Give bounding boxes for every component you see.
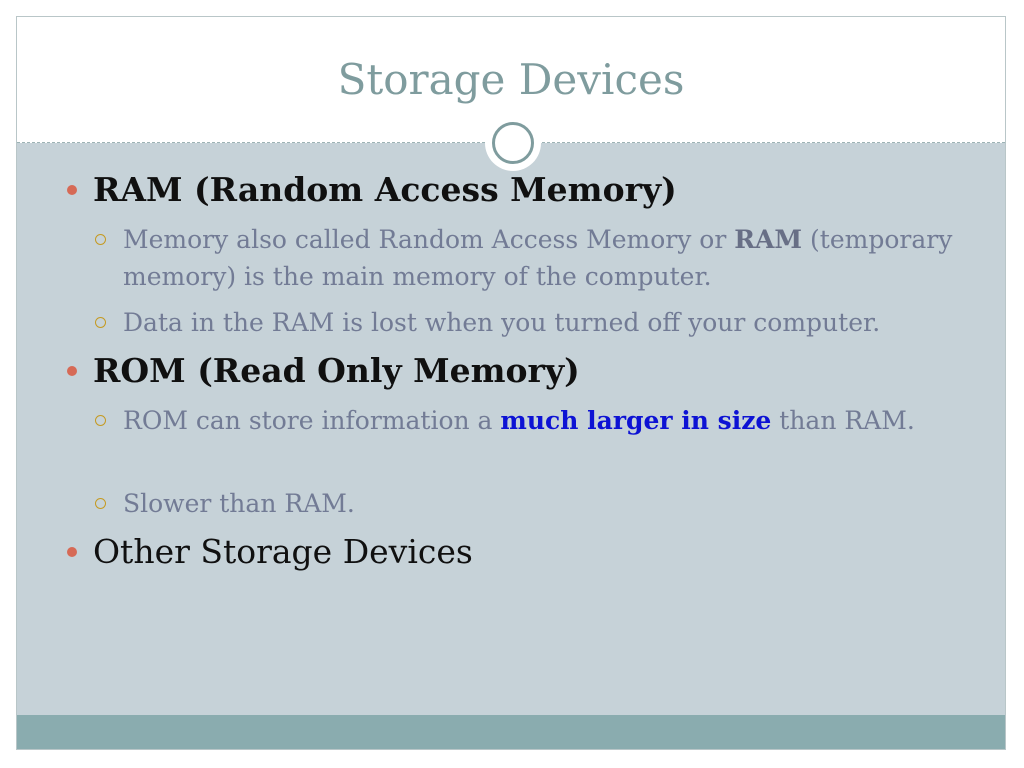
bullet-heading-rom: ROM (Read Only Memory) (93, 351, 580, 390)
text-run: Memory also called Random Access Memory … (123, 225, 735, 254)
title-ring-ornament-icon (485, 115, 541, 171)
bullet-dot-icon (67, 366, 77, 376)
slide: Storage Devices RAM (Random Access Memor… (16, 16, 1006, 750)
text-run: (temporary memory) is the main memory of… (123, 225, 953, 291)
sub-bullet-circle-icon (95, 317, 106, 328)
sub-bullet-rom-speed: Slower than RAM. (123, 489, 355, 518)
bullet-dot-icon (67, 547, 77, 557)
sub-bullet-ram-volatile: Data in the RAM is lost when you turned … (123, 308, 881, 337)
ring-icon (492, 122, 534, 164)
sub-bullet-rom-capacity: ROM can store information a much larger … (123, 402, 961, 439)
sub-bullet-circle-icon (95, 415, 106, 426)
text-run: than RAM. (771, 406, 915, 435)
text-run: ROM can store information a (123, 406, 501, 435)
sub-bullet-circle-icon (95, 498, 106, 509)
bullet-dot-icon (67, 185, 77, 195)
bullet-heading-ram: RAM (Random Access Memory) (93, 170, 677, 209)
sub-bullet-ram-definition: Memory also called Random Access Memory … (123, 221, 961, 295)
emphasis-ram: RAM (734, 225, 803, 254)
footer-bar (17, 715, 1005, 749)
bullet-heading-other: Other Storage Devices (93, 532, 473, 571)
slide-title: Storage Devices (337, 55, 685, 104)
emphasis-much-larger: much larger in size (500, 406, 772, 435)
sub-bullet-circle-icon (95, 234, 106, 245)
